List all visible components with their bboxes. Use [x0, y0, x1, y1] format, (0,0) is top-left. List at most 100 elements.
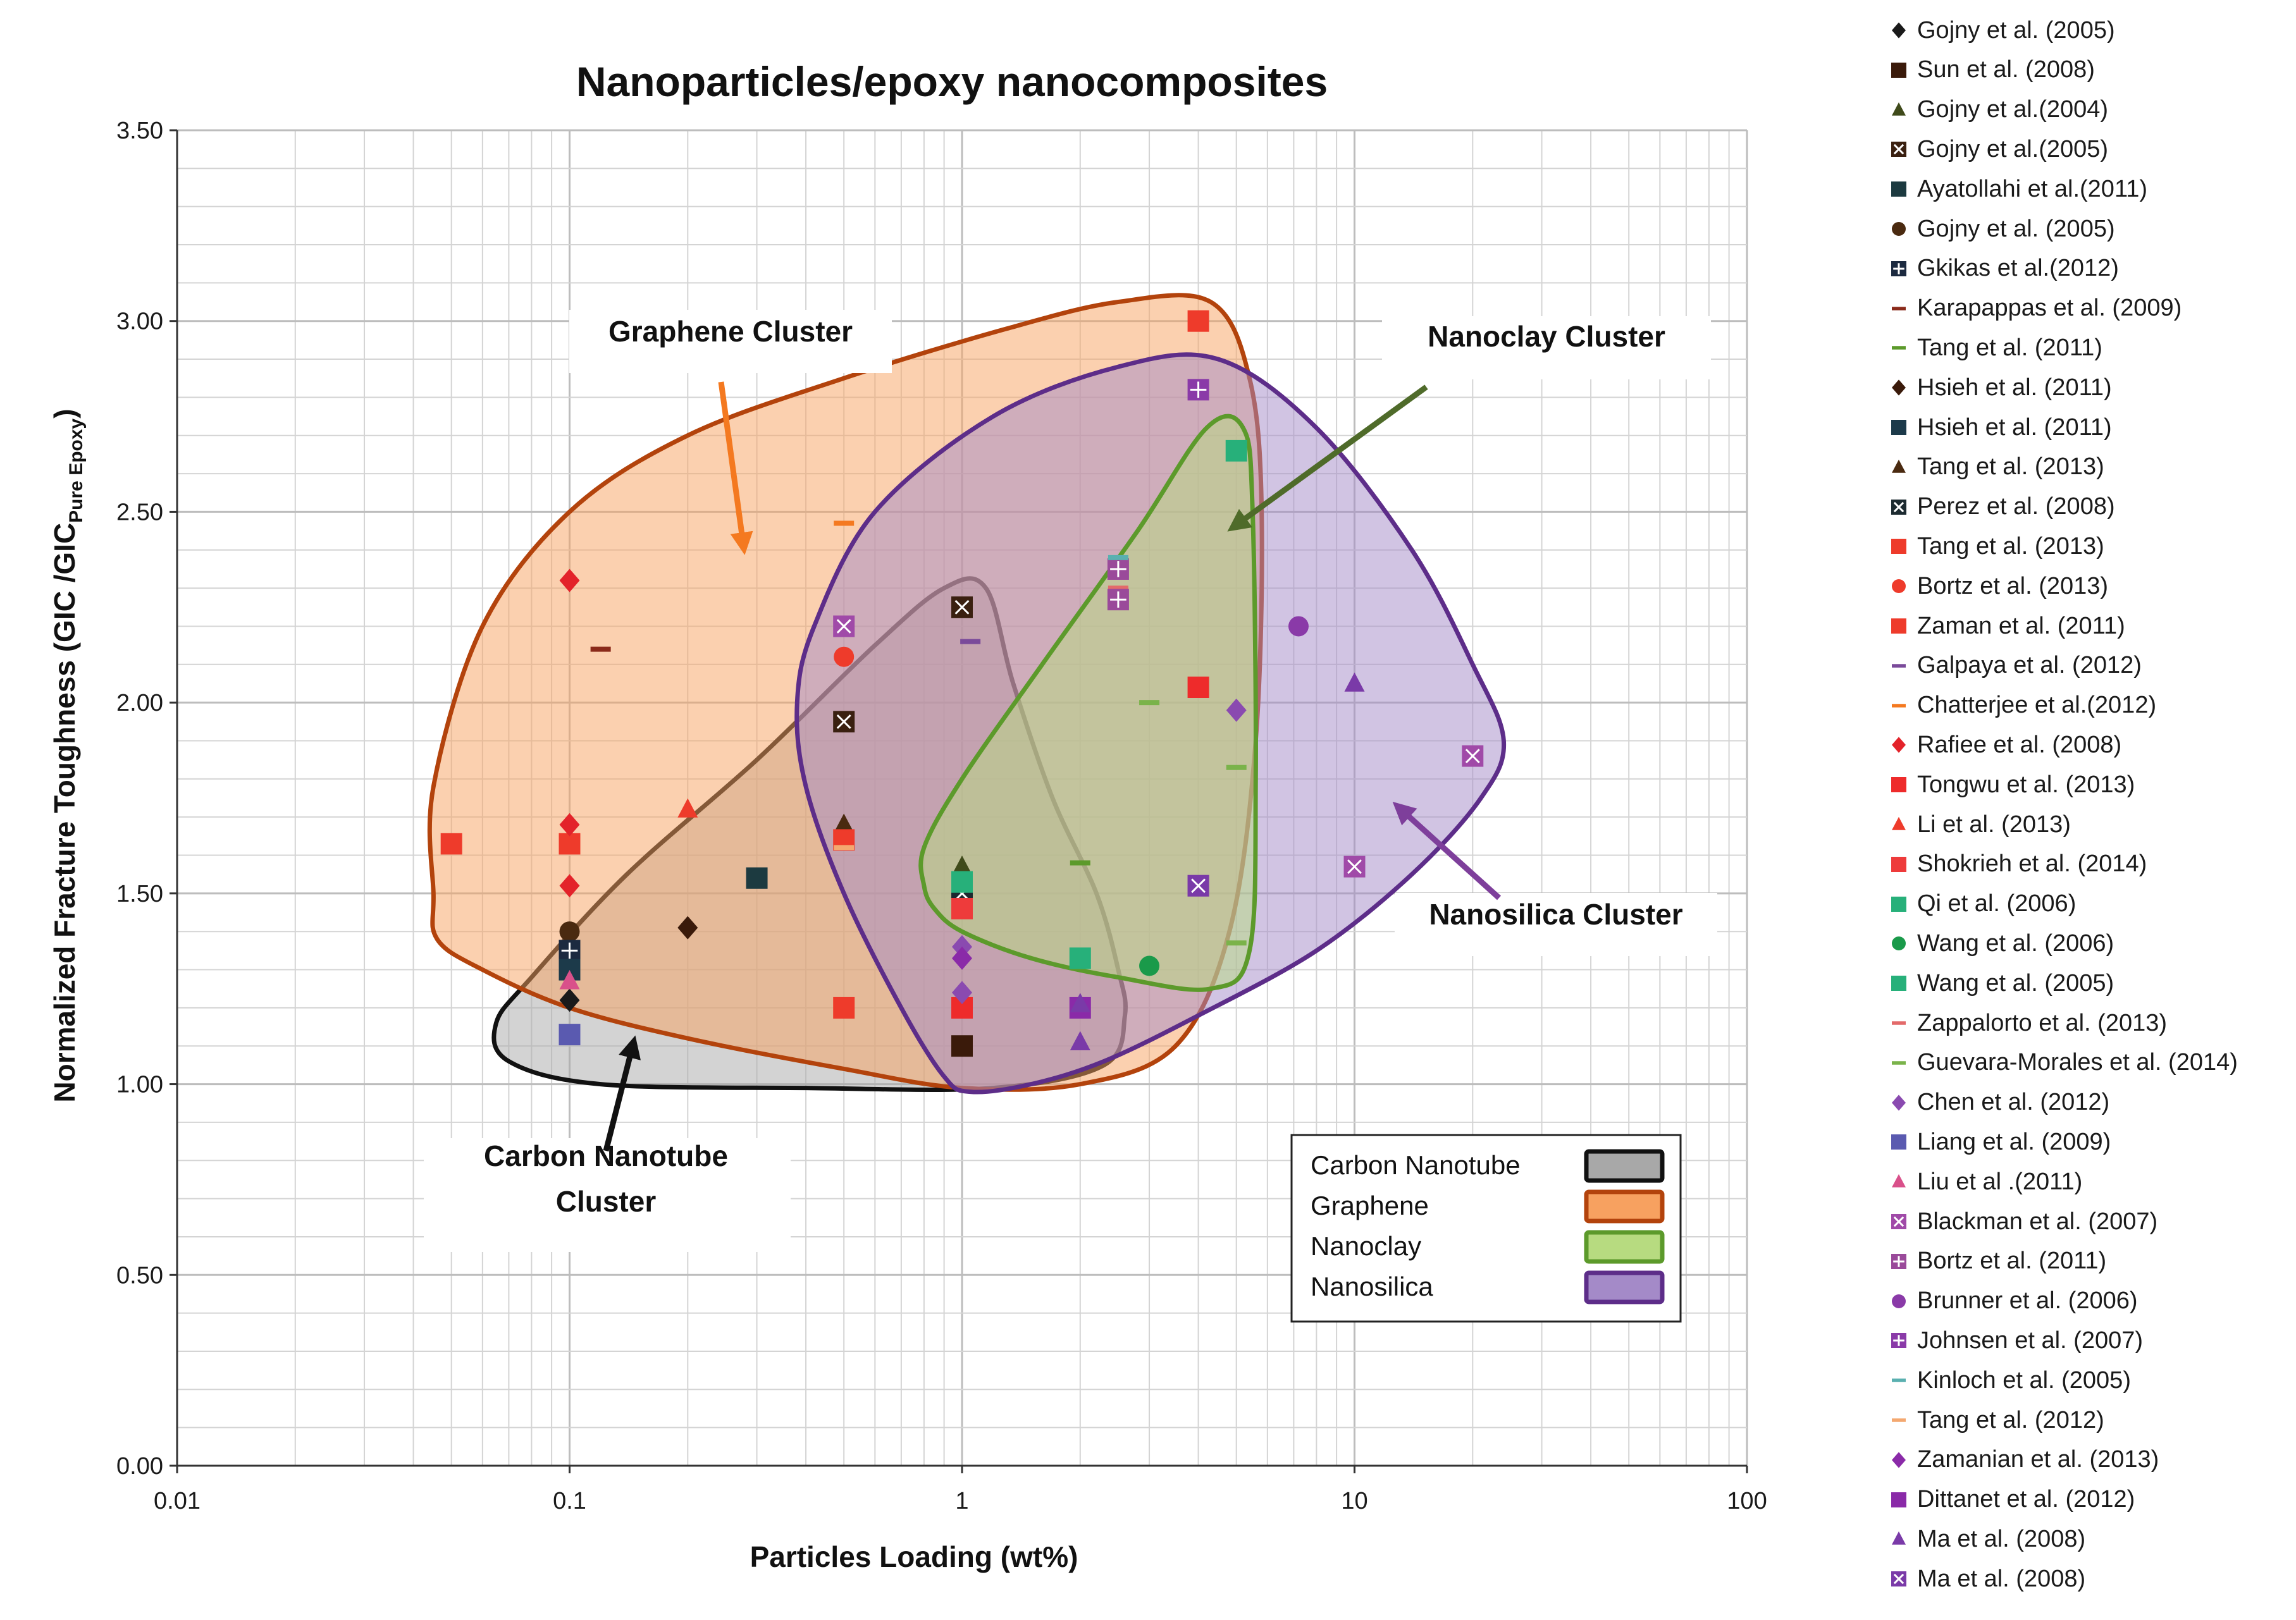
marker-diamond	[1892, 379, 1906, 396]
legend-item: Hsieh et al. (2011)	[1888, 408, 2112, 446]
data-point: Gojny et al.(2005)	[833, 711, 855, 733]
legend-label: Brunner et al. (2006)	[1917, 1287, 2138, 1315]
x-tick-label: 10	[1341, 1488, 1367, 1514]
marker-plus	[1110, 561, 1126, 577]
x-tick-label: 0.1	[553, 1488, 586, 1514]
legend-marker	[1888, 854, 1910, 875]
legend-label: Tang et al. (2013)	[1917, 453, 2104, 481]
legend-marker	[1888, 138, 1910, 160]
legend-label: Shokrieh et al. (2014)	[1917, 850, 2147, 878]
marker-dash	[834, 845, 855, 850]
legend-label: Wang et al. (2006)	[1917, 930, 2114, 957]
legend-marker-shape	[1892, 102, 1906, 116]
legend-item: Bortz et al. (2013)	[1888, 567, 2108, 605]
legend-item: Li et al. (2013)	[1888, 806, 2071, 844]
marker-cross	[1893, 1216, 1904, 1227]
marker-diamond	[952, 947, 972, 970]
cluster-label-box	[1395, 893, 1717, 956]
data-point: Brunner et al. (2006)	[1288, 616, 1309, 637]
legend-marker	[1888, 1012, 1910, 1034]
legend-marker	[1888, 20, 1910, 41]
legend-label: Dittanet et al. (2012)	[1917, 1486, 2135, 1513]
legend-marker-shape	[1891, 1571, 1906, 1587]
legend-item: Rafiee et al. (2008)	[1888, 726, 2121, 764]
legend-label: Liu et al .(2011)	[1917, 1168, 2083, 1195]
data-point: Chen et al. (2012)	[1226, 698, 1247, 722]
marker-dash	[834, 520, 855, 526]
marker-diamond	[1892, 737, 1906, 754]
marker-plus	[561, 942, 578, 959]
y-axis-label-main: Normalized Fracture Toughness (GIC /GIC	[48, 523, 81, 1103]
marker-triangle	[1892, 459, 1906, 473]
marker-dash	[1892, 1061, 1906, 1065]
legend-marker	[1888, 973, 1910, 994]
legend-marker	[1888, 536, 1910, 557]
data-point: Wang et al. (2006)	[1139, 955, 1160, 976]
cluster-label-box	[569, 310, 892, 373]
legend-label: Tang et al. (2013)	[1917, 532, 2104, 560]
cluster-arrow	[603, 1035, 641, 1152]
legend-marker-shape	[1891, 420, 1906, 435]
legend-label: Galpaya et al. (2012)	[1917, 652, 2142, 679]
data-point: Guevara-Morales et al. (2014)	[1139, 700, 1160, 706]
legend-label: Karapappas et al. (2009)	[1917, 295, 2182, 322]
legend-label: Tang et al. (2012)	[1917, 1406, 2104, 1433]
marker-plus	[1893, 262, 1904, 274]
marker-plus	[1893, 1255, 1904, 1267]
data-point: Gojny et al. (2005)	[559, 988, 580, 1012]
marker-dash	[1892, 1378, 1906, 1382]
legend-item: Gojny et al. (2005)	[1888, 11, 2115, 49]
legend-marker-shape	[1892, 1378, 1906, 1382]
legend-marker	[1888, 1211, 1910, 1232]
data-point: Sun et al. (2008)	[951, 1035, 973, 1057]
inset-legend-label: Carbon Nanotube	[1311, 1150, 1521, 1180]
legend-marker	[1888, 655, 1910, 677]
legend-marker	[1888, 774, 1910, 795]
marker-circle	[1892, 936, 1906, 951]
legend-item: Gojny et al.(2005)	[1888, 130, 2108, 168]
data-point: Ayatollahi et al.(2011)	[746, 867, 768, 889]
data-point: Kinloch et al. (2005)	[1108, 555, 1128, 560]
y-tick-label: 2.00	[116, 690, 163, 716]
legend-marker-shape	[1892, 222, 1906, 236]
marker-diamond	[1892, 22, 1906, 39]
marker-triangle	[1344, 672, 1365, 692]
marker-circle	[1892, 1294, 1906, 1308]
legend-marker	[1888, 417, 1910, 438]
y-tick-label: 0.50	[116, 1262, 163, 1289]
marker-diamond	[952, 981, 972, 1005]
legend-marker-shape	[1892, 1061, 1906, 1065]
marker-triangle	[1892, 102, 1906, 116]
legend-marker-shape	[1892, 1531, 1906, 1545]
marker-diamond	[1226, 698, 1247, 722]
legend-marker	[1888, 1370, 1910, 1391]
data-point: Bortz et al. (2011)	[1107, 589, 1129, 611]
inset-legend-swatch	[1584, 1270, 1665, 1304]
marker-cross	[1893, 144, 1904, 155]
y-tick-label: 3.50	[116, 118, 163, 144]
legend-label: Kinloch et al. (2005)	[1917, 1366, 2131, 1394]
legend-item: Tongwu et al. (2013)	[1888, 766, 2135, 804]
data-point: Chen et al. (2012)	[952, 981, 972, 1005]
legend-item: Tang et al. (2013)	[1888, 448, 2104, 486]
x-tick-label: 1	[955, 1488, 968, 1514]
legend-marker-shape	[1891, 499, 1906, 515]
legend-label: Wang et al. (2005)	[1917, 969, 2114, 997]
legend-item: Guevara-Morales et al. (2014)	[1888, 1044, 2238, 1082]
marker-cross	[1347, 859, 1362, 874]
legend-marker-shape	[1892, 816, 1906, 830]
legend-item: Johnsen et al. (2007)	[1888, 1322, 2143, 1359]
data-point: Ma et al. (2008)	[1187, 874, 1209, 897]
legend-item: Perez et al. (2008)	[1888, 488, 2115, 526]
legend-label: Bortz et al. (2011)	[1917, 1248, 2107, 1275]
legend-item: Galpaya et al. (2012)	[1888, 647, 2142, 685]
data-point: Wang et al. (2005)	[1069, 947, 1091, 969]
marker-square	[1891, 618, 1906, 634]
legend-marker-shape	[1891, 777, 1906, 793]
legend-label: Tongwu et al. (2013)	[1917, 771, 2135, 798]
y-axis-label-sub: Pure Epoxy	[66, 418, 87, 522]
legend-label: Gojny et al. (2005)	[1917, 16, 2115, 44]
marker-cross	[836, 618, 851, 634]
legend-marker	[1888, 178, 1910, 200]
y-tick-label: 1.00	[116, 1072, 163, 1098]
